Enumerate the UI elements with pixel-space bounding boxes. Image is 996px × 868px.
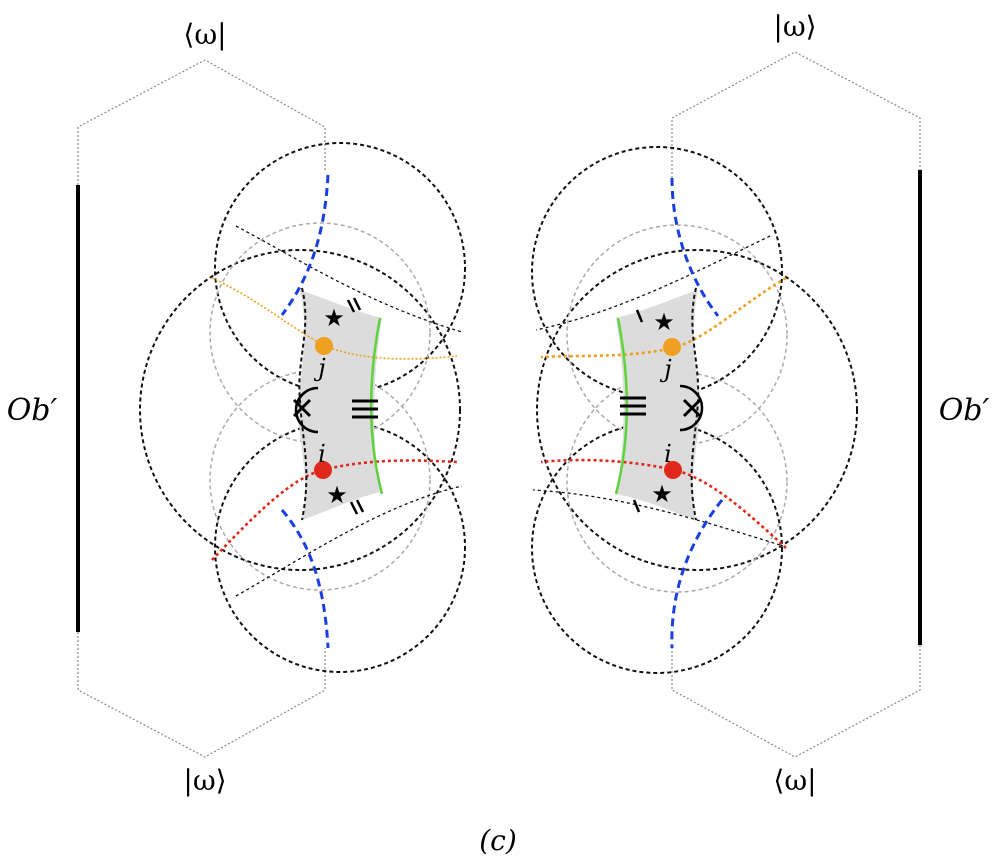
right-star-icon-top: ★ xyxy=(653,308,675,336)
right-cross-circle-icon xyxy=(679,384,704,432)
right-star-icon-bottom: ★ xyxy=(651,480,673,508)
left-big-circle-middle xyxy=(139,249,461,571)
left-cross-circle-icon xyxy=(292,386,319,434)
right-bottom-label: ⟨ω| xyxy=(773,764,816,797)
left-bottom-label: |ω⟩ xyxy=(183,764,226,797)
left-region-boundary xyxy=(298,287,308,521)
left-blue-curve-top xyxy=(280,174,330,316)
right-point-i xyxy=(664,461,682,479)
right-gray-circle-upper xyxy=(566,224,788,446)
right-equiv-marks-icon xyxy=(620,396,646,416)
left-outline xyxy=(77,59,326,758)
left-star-icon-bottom: ★ xyxy=(326,481,348,509)
left-label-i: i xyxy=(318,440,326,468)
right-diagram: ★ ★ j i |ω⟩ ⟨ω| Ob′ xyxy=(531,10,990,797)
left-diagram: ★ ★ j i ⟨ω| |ω⟩ Ob′ xyxy=(7,18,466,797)
right-label-i: i xyxy=(664,440,672,468)
left-ob-label: Ob′ xyxy=(7,393,58,428)
right-top-label: |ω⟩ xyxy=(773,10,816,43)
right-green-curve xyxy=(614,317,628,495)
left-top-label: ⟨ω| xyxy=(183,18,226,51)
left-point-i xyxy=(314,461,332,479)
right-blue-curve-bottom xyxy=(670,499,724,649)
right-outline xyxy=(671,51,921,758)
left-gray-circle-lower xyxy=(209,369,431,591)
left-thin-arc-upper xyxy=(235,225,463,333)
right-thin-arc-lower xyxy=(532,489,781,546)
right-gray-circle-lower xyxy=(566,371,788,593)
right-tick-bottom xyxy=(632,499,641,513)
left-double-tick-bottom xyxy=(349,499,365,515)
right-big-circle-middle xyxy=(536,249,858,571)
left-blue-curve-bottom xyxy=(280,509,330,649)
right-ob-label: Ob′ xyxy=(939,393,990,428)
right-point-j xyxy=(663,338,681,356)
left-star-icon-top: ★ xyxy=(323,304,345,332)
left-thin-arc-lower xyxy=(235,485,463,597)
right-tick-top xyxy=(635,309,644,323)
left-double-tick-top xyxy=(346,297,362,313)
left-equiv-marks-icon xyxy=(352,399,378,419)
caption: (c) xyxy=(479,824,517,857)
left-point-j xyxy=(315,337,333,355)
left-gray-circle-upper xyxy=(209,222,431,444)
right-blue-curve-top xyxy=(670,177,720,317)
